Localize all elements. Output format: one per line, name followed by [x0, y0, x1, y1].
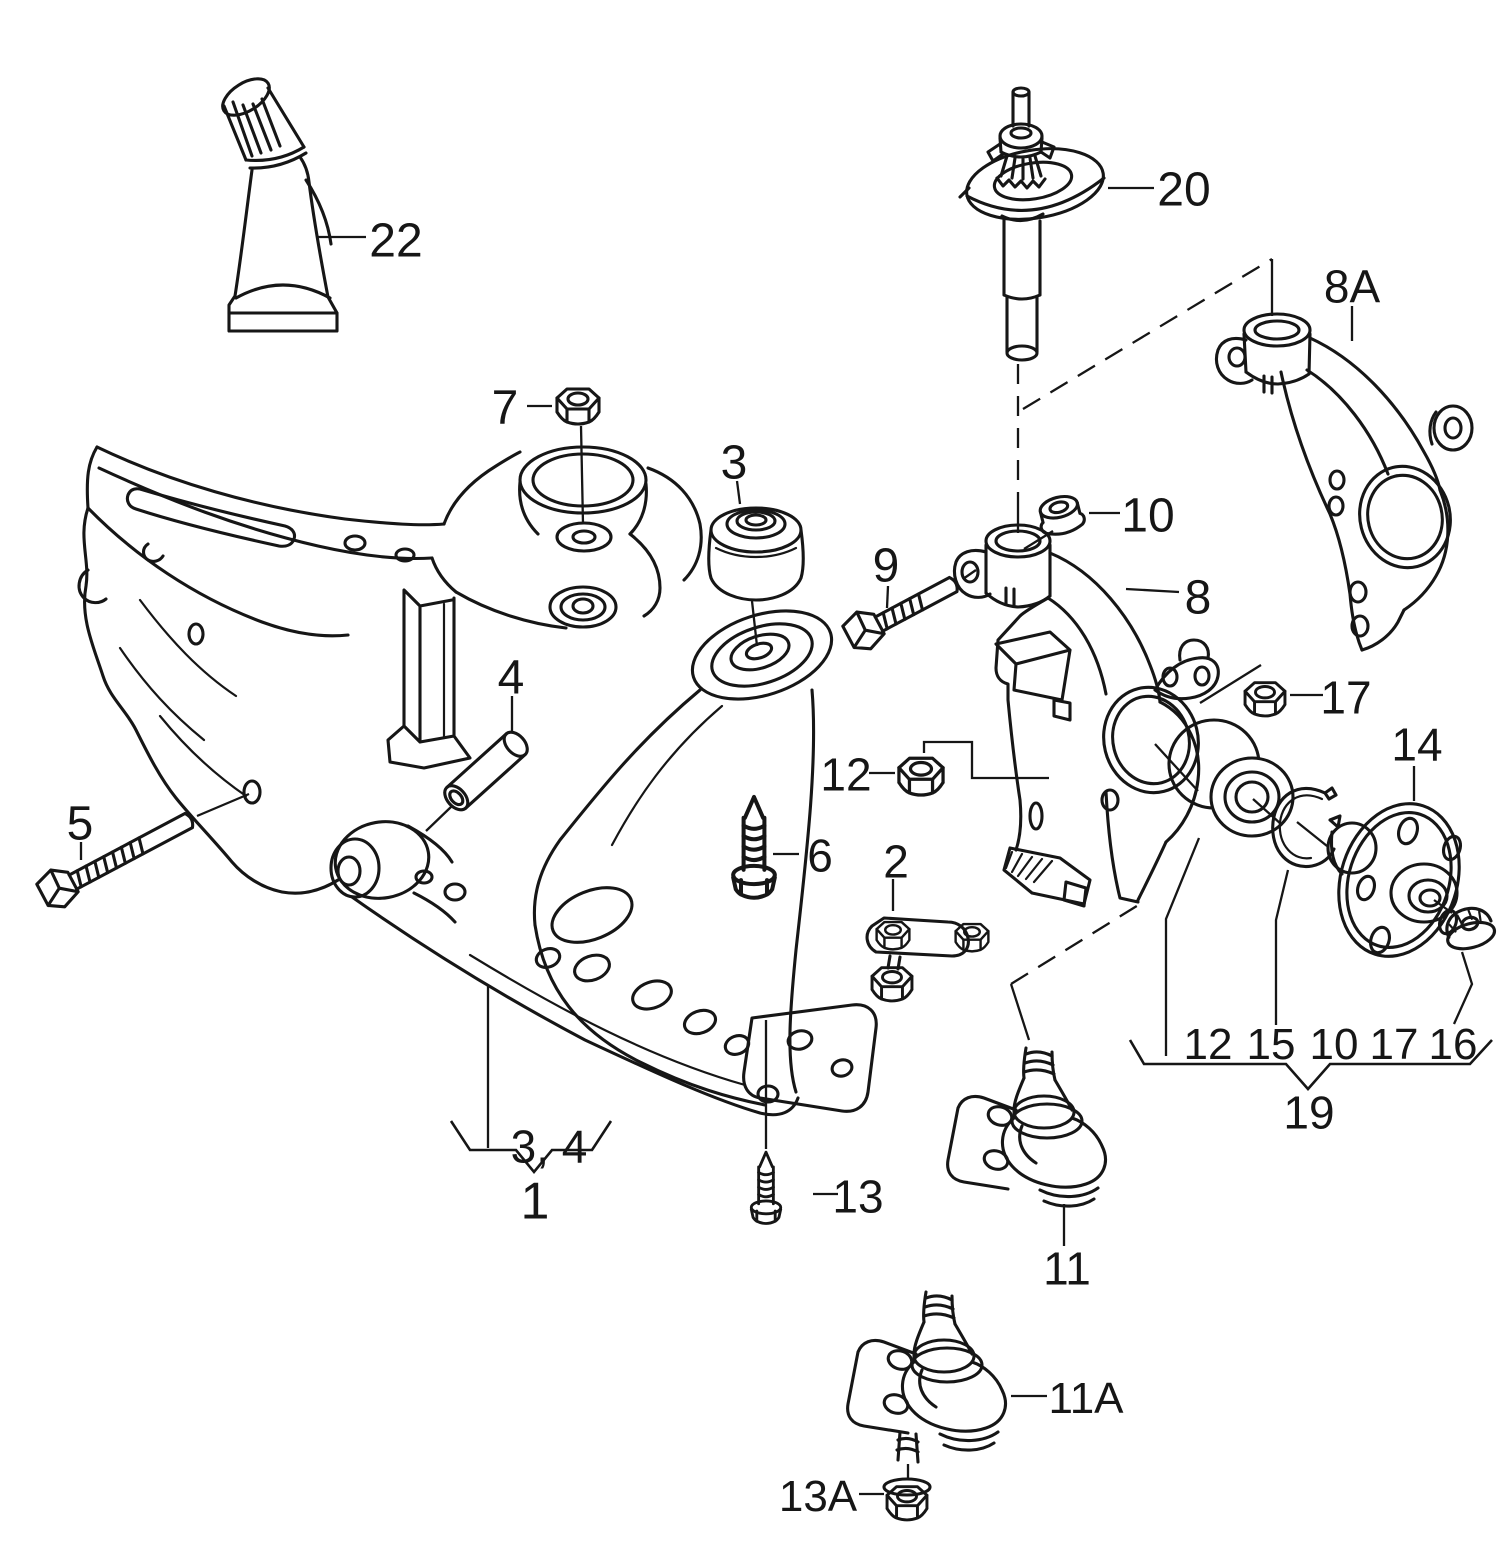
bushing-3	[707, 506, 805, 602]
lockplate-2	[865, 916, 990, 1003]
leader-line	[750, 600, 759, 647]
leader-line	[1125, 587, 1180, 594]
callout-13: 13	[832, 1171, 883, 1223]
leader-line	[1274, 869, 1290, 1025]
callout-10: 10	[1121, 489, 1174, 542]
leader-line	[1252, 798, 1282, 825]
screw-13	[749, 1150, 783, 1225]
callout-11A: 11A	[1048, 1374, 1124, 1423]
balljoint-11	[946, 1046, 1108, 1208]
callout-6: 6	[807, 830, 833, 882]
leader-line	[1452, 951, 1474, 1025]
leader-line	[885, 585, 890, 609]
leader-line	[579, 425, 585, 525]
bolt-9	[841, 575, 959, 651]
callout-20: 20	[1157, 163, 1210, 216]
control-arm-1	[329, 609, 878, 1117]
leader-line	[735, 480, 742, 505]
leader-line	[1010, 903, 1141, 985]
screw-6	[733, 797, 775, 898]
callout-11: 11	[1043, 1243, 1091, 1295]
callout-19: 19	[1283, 1087, 1334, 1139]
callout-22: 22	[369, 214, 422, 267]
bolt-5	[35, 811, 195, 909]
callout-4: 4	[498, 651, 525, 704]
callout-13A: 13A	[779, 1472, 858, 1521]
callout-3: 3	[721, 436, 748, 489]
callout-3-4: 3, 4	[511, 1121, 588, 1173]
nut-13A	[882, 1477, 932, 1522]
leader-line	[1164, 837, 1201, 1056]
callout-8: 8	[1185, 571, 1212, 624]
leader-line	[196, 792, 250, 818]
leader-line	[1199, 664, 1262, 704]
callout-8A: 8A	[1324, 261, 1381, 313]
knuckle-8	[952, 523, 1220, 908]
callout-g16: 16	[1429, 1020, 1478, 1069]
callout-5: 5	[67, 797, 94, 850]
callout-12: 12	[820, 749, 871, 801]
leader-line	[1022, 258, 1273, 410]
knuckle-8A	[1214, 312, 1474, 652]
callout-7: 7	[492, 381, 519, 434]
tube-22	[221, 77, 339, 333]
callout-g17: 17	[1370, 1020, 1419, 1069]
group-bracket-1	[449, 1120, 613, 1175]
leader-line	[1433, 899, 1453, 914]
nut-7	[555, 387, 601, 426]
group-bracket-19	[1128, 1039, 1493, 1091]
subframe	[77, 445, 703, 895]
callout-g10: 10	[1310, 1020, 1359, 1069]
callout-2: 2	[883, 836, 909, 888]
nut-17	[1243, 681, 1287, 718]
leader-line	[1296, 821, 1328, 847]
callout-g15: 15	[1247, 1020, 1296, 1069]
balljoint-11A	[846, 1290, 1008, 1464]
callout-17: 17	[1320, 672, 1371, 724]
leader-line	[1154, 743, 1199, 792]
leader-line	[962, 569, 977, 580]
strut-20	[958, 86, 1106, 362]
leader-line	[1009, 983, 1031, 1041]
callout-1: 1	[521, 1173, 550, 1231]
callout-14: 14	[1391, 719, 1442, 771]
callout-9: 9	[873, 539, 900, 592]
callout-g12: 12	[1184, 1020, 1233, 1069]
nut-12	[897, 756, 945, 797]
leader-line	[1023, 530, 1054, 550]
leader-line	[425, 805, 453, 832]
sleeve-4	[443, 730, 529, 812]
hub-14	[1326, 802, 1463, 958]
nut-16	[1445, 906, 1497, 951]
leader-line	[922, 740, 1049, 780]
